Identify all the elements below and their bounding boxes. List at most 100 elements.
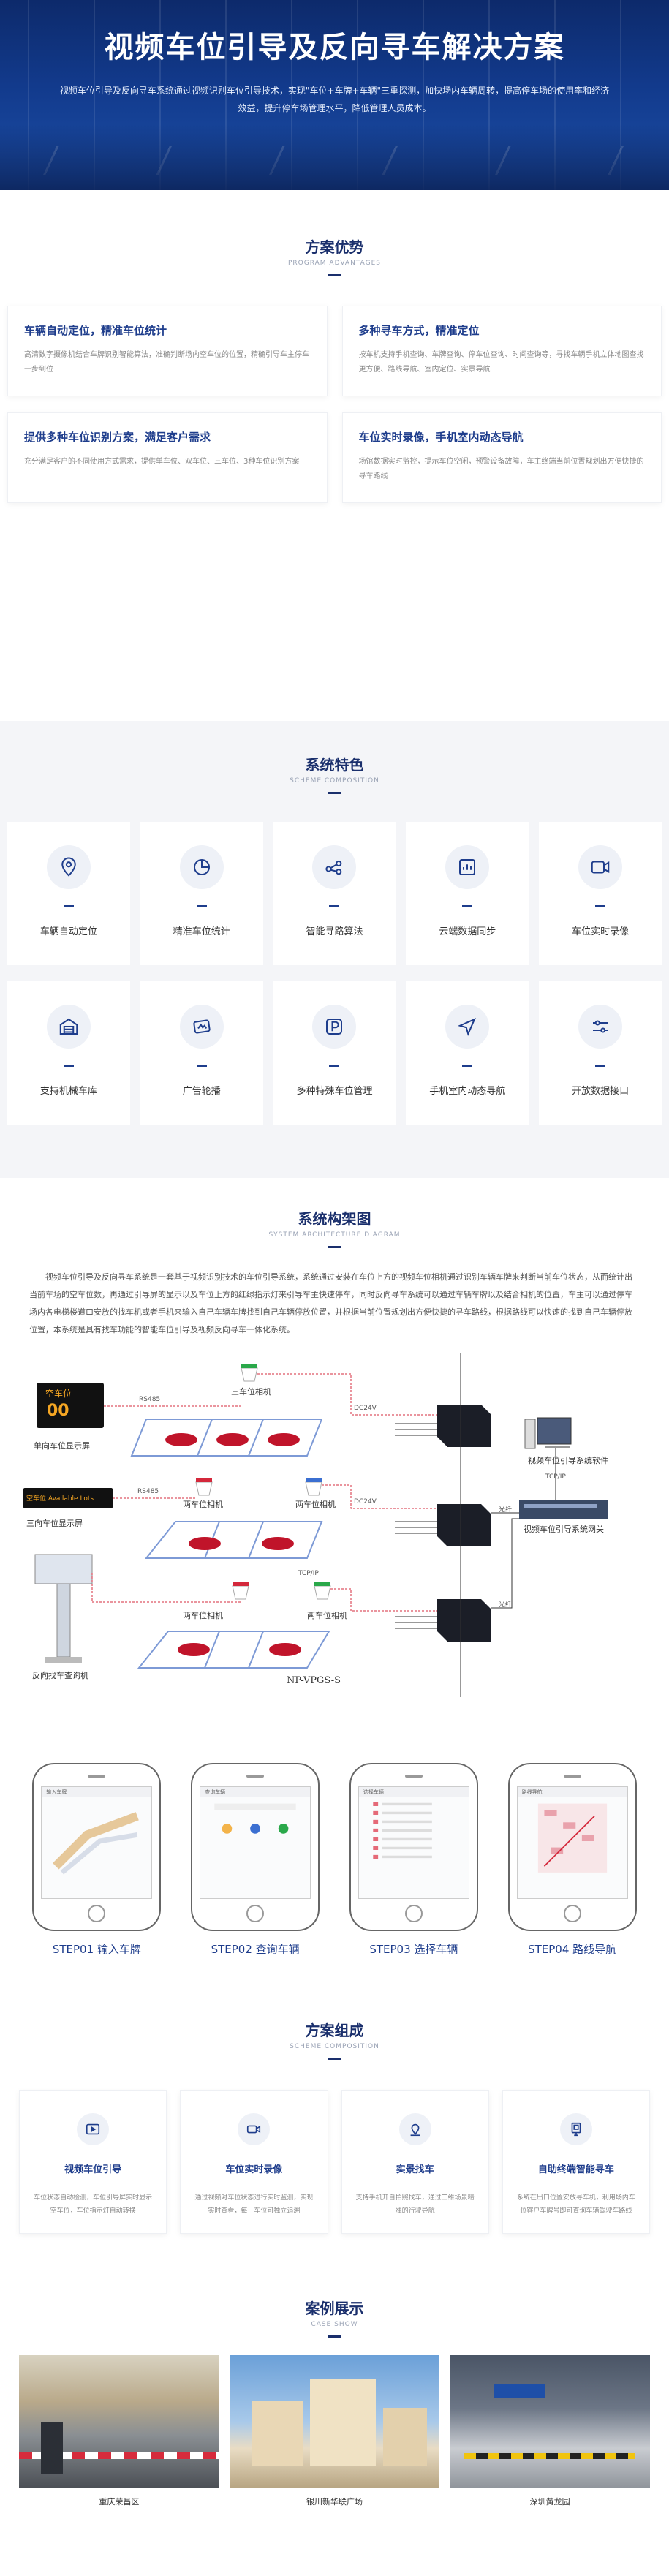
- composition-card: 实景找车 支持手机开自拍照找车，通过三维场景精准的行驶导航: [341, 2090, 489, 2234]
- advantage-title: 提供多种车位识别方案，满足客户需求: [24, 431, 211, 444]
- feature-card: 支持机械车库: [7, 981, 130, 1125]
- section-title: 系统特色: [305, 756, 364, 774]
- architecture-diagram: 空车位 00 空车位 Available Lots 单向车位显示屏 三向车位显示…: [0, 1353, 669, 1763]
- step-item: 路线导航 STEP04 路线导航: [493, 1763, 651, 1960]
- phone-screen: 路线导航: [516, 1786, 628, 1899]
- video-icon: [578, 845, 623, 889]
- feature-label: 车辆自动定位: [39, 926, 97, 937]
- section-subtitle: PROGRAM ADVANTAGES: [288, 260, 381, 267]
- hero-description: 视频车位引导及反向寻车系统通过视频识别车位引导技术，实现"车位+车牌+车辆"三重…: [59, 86, 610, 113]
- composition-title: 车位实时录像: [225, 2164, 283, 2175]
- case-caption: 重庆荣昌区: [99, 2497, 140, 2507]
- feature-card: 云端数据同步: [406, 822, 529, 965]
- advantage-desc: 按车机支持手机查询、车牌查询、停车位查询、时间查询等，寻找车辆手机立体地图查找更…: [358, 351, 644, 374]
- hero-banner: 视频车位引导及反向寻车解决方案 视频车位引导及反向寻车系统通过视频识别车位引导技…: [0, 0, 669, 190]
- features-section: 系统特色 SCHEME COMPOSITION 车辆自动定位 精准车位统计 智能…: [0, 721, 669, 1178]
- composition-card: 视频车位引导 车位状态自动检测，车位引导屏实时显示空车位，车位指示灯自动转换: [19, 2090, 167, 2234]
- app-steps: 输入车牌 STEP01 输入车牌 查询车辆 STEP02 查询车辆: [0, 1763, 669, 1960]
- architecture-description: 视频车位引导及反向寻车系统是一套基于视频识别技术的车位引导系统，系统通过安装在车…: [29, 1272, 632, 1334]
- advantage-title: 多种寻车方式，精准定位: [358, 324, 480, 337]
- map-pin-icon: [398, 2113, 431, 2145]
- case-item[interactable]: 深圳黄龙园: [450, 2355, 650, 2507]
- advantage-title: 车辆自动定位，精准车位统计: [24, 324, 167, 337]
- feature-label: 智能寻路算法: [306, 926, 363, 937]
- step-item: 输入车牌 STEP01 输入车牌: [18, 1763, 176, 1960]
- composition-desc: 通过视频对车位状态进行实时监测，实现实时查看，每一车位可独立追溯: [194, 2194, 314, 2215]
- feature-label: 车位实时录像: [572, 926, 630, 937]
- label-kiosk: 反向找车查询机: [32, 1671, 88, 1680]
- section-title: 方案优势: [305, 238, 364, 256]
- advantages-section: 方案优势 PROGRAM ADVANTAGES 车辆自动定位，精准车位统计 高清…: [0, 190, 669, 721]
- phone-screen: 查询车辆: [200, 1786, 311, 1899]
- phone-screen: 选择车辆: [358, 1786, 469, 1899]
- case-item[interactable]: 银川新华联广场: [229, 2355, 440, 2507]
- ad-icon: [179, 1005, 224, 1049]
- architecture-section: 系统构架图 SYSTEM ARCHITECTURE DIAGRAM 视频车位引导…: [0, 1178, 669, 1960]
- step-label: STEP02 查询车辆: [211, 1943, 300, 1956]
- navigation-icon: [445, 1005, 490, 1049]
- feature-label: 精准车位统计: [173, 926, 230, 937]
- composition-card: 自助终端智能寻车 系统在出口位置安放寻车机，利用场内车位客户车牌号即可查询车辆驾…: [502, 2090, 650, 2234]
- case-image: [450, 2355, 650, 2488]
- advantage-title: 车位实时录像，手机室内动态导航: [358, 431, 524, 444]
- feature-label: 多种特殊车位管理: [296, 1086, 373, 1097]
- step-label: STEP04 路线导航: [528, 1943, 617, 1956]
- feature-label: 云端数据同步: [439, 926, 496, 937]
- phone-mockup: 输入车牌: [32, 1763, 162, 1931]
- composition-title: 自助终端智能寻车: [537, 2164, 614, 2175]
- cases-section: 案例展示 CASE SHOW 重庆荣昌区 银川新华联广场 深圳黄龙园: [0, 2289, 669, 2576]
- video-play-icon: [77, 2113, 110, 2145]
- label-single-screen: 单向车位显示屏: [34, 1441, 90, 1451]
- advantage-card: 提供多种车位识别方案，满足客户需求 充分满足客户的不同使用方式需求，提供单车位、…: [7, 412, 328, 503]
- label-three-screen: 三向车位显示屏: [26, 1519, 83, 1528]
- feature-label: 支持机械车库: [39, 1086, 97, 1097]
- case-caption: 银川新华联广场: [306, 2497, 363, 2507]
- section-subtitle: SCHEME COMPOSITION: [290, 777, 379, 785]
- feature-card: 车位实时录像: [539, 822, 662, 965]
- feature-label: 广告轮播: [182, 1086, 221, 1097]
- phone-mockup: 查询车辆: [191, 1763, 320, 1931]
- composition-title: 实景找车: [396, 2164, 434, 2175]
- phone-mockup: 选择车辆: [349, 1763, 478, 1931]
- garage-icon: [46, 1005, 91, 1049]
- step-label: STEP01 输入车牌: [52, 1943, 141, 1956]
- pie-chart-icon: [179, 845, 224, 889]
- feature-label: 开放数据接口: [572, 1086, 630, 1097]
- hero-title: 视频车位引导及反向寻车解决方案: [104, 31, 565, 64]
- case-image: [19, 2355, 219, 2488]
- phone-mockup: 路线导航: [507, 1763, 637, 1931]
- section-title: 案例展示: [305, 2300, 364, 2317]
- composition-title: 视频车位引导: [64, 2164, 122, 2175]
- feature-card: 精准车位统计: [140, 822, 263, 965]
- composition-desc: 系统在出口位置安放寻车机，利用场内车位客户车牌号即可查询车辆驾驶车路线: [516, 2194, 635, 2215]
- composition-section: 方案组成 SCHEME COMPOSITION 视频车位引导 车位状态自动检测，…: [0, 1960, 669, 2289]
- advantage-desc: 场馆数据实时监控，提示车位空闲，预警设备故障，车主终端当前位置规划出方便快捷的寻…: [358, 458, 644, 480]
- advantage-desc: 充分满足客户的不同使用方式需求，提供单车位、双车位、三车位、3种车位识别方案: [24, 458, 300, 466]
- section-title: 方案组成: [305, 2022, 364, 2039]
- advantage-card: 车辆自动定位，精准车位统计 高清数字摄像机结合车牌识别智能算法，准确判断场内空车…: [7, 306, 328, 396]
- advantage-desc: 高清数字摄像机结合车牌识别智能算法，准确判断场内空车位的位置，精确引导车主停车一…: [24, 351, 309, 374]
- step-label: STEP03 选择车辆: [369, 1943, 458, 1956]
- phone-screen: 输入车牌: [41, 1786, 153, 1899]
- parking-icon: [312, 1005, 357, 1049]
- interface-icon: [578, 1005, 623, 1049]
- case-image: [229, 2355, 440, 2488]
- composition-desc: 支持手机开自拍照找车，通过三维场景精准的行驶导航: [355, 2194, 475, 2215]
- cloud-sync-icon: [445, 845, 490, 889]
- algorithm-icon: [312, 845, 357, 889]
- feature-card: 开放数据接口: [539, 981, 662, 1125]
- step-item: 选择车辆 STEP03 选择车辆: [335, 1763, 494, 1960]
- composition-desc: 车位状态自动检测，车位引导屏实时显示空车位，车位指示灯自动转换: [34, 2194, 153, 2215]
- feature-card: 智能寻路算法: [273, 822, 396, 965]
- case-item[interactable]: 重庆荣昌区: [19, 2355, 219, 2507]
- step-item: 查询车辆 STEP02 查询车辆: [176, 1763, 335, 1960]
- feature-card: 手机室内动态导航: [406, 981, 529, 1125]
- section-subtitle: SYSTEM ARCHITECTURE DIAGRAM: [268, 1231, 401, 1239]
- camera-icon: [238, 2113, 271, 2145]
- case-caption: 深圳黄龙园: [529, 2497, 570, 2507]
- advantage-card: 车位实时录像，手机室内动态导航 场馆数据实时监控，提示车位空闲，预警设备故障，车…: [341, 412, 662, 503]
- section-subtitle: CASE SHOW: [311, 2321, 358, 2328]
- feature-card: 多种特殊车位管理: [273, 981, 396, 1125]
- kiosk-icon: [559, 2113, 592, 2145]
- composition-card: 车位实时录像 通过视频对车位状态进行实时监测，实现实时查看，每一车位可独立追溯: [180, 2090, 328, 2234]
